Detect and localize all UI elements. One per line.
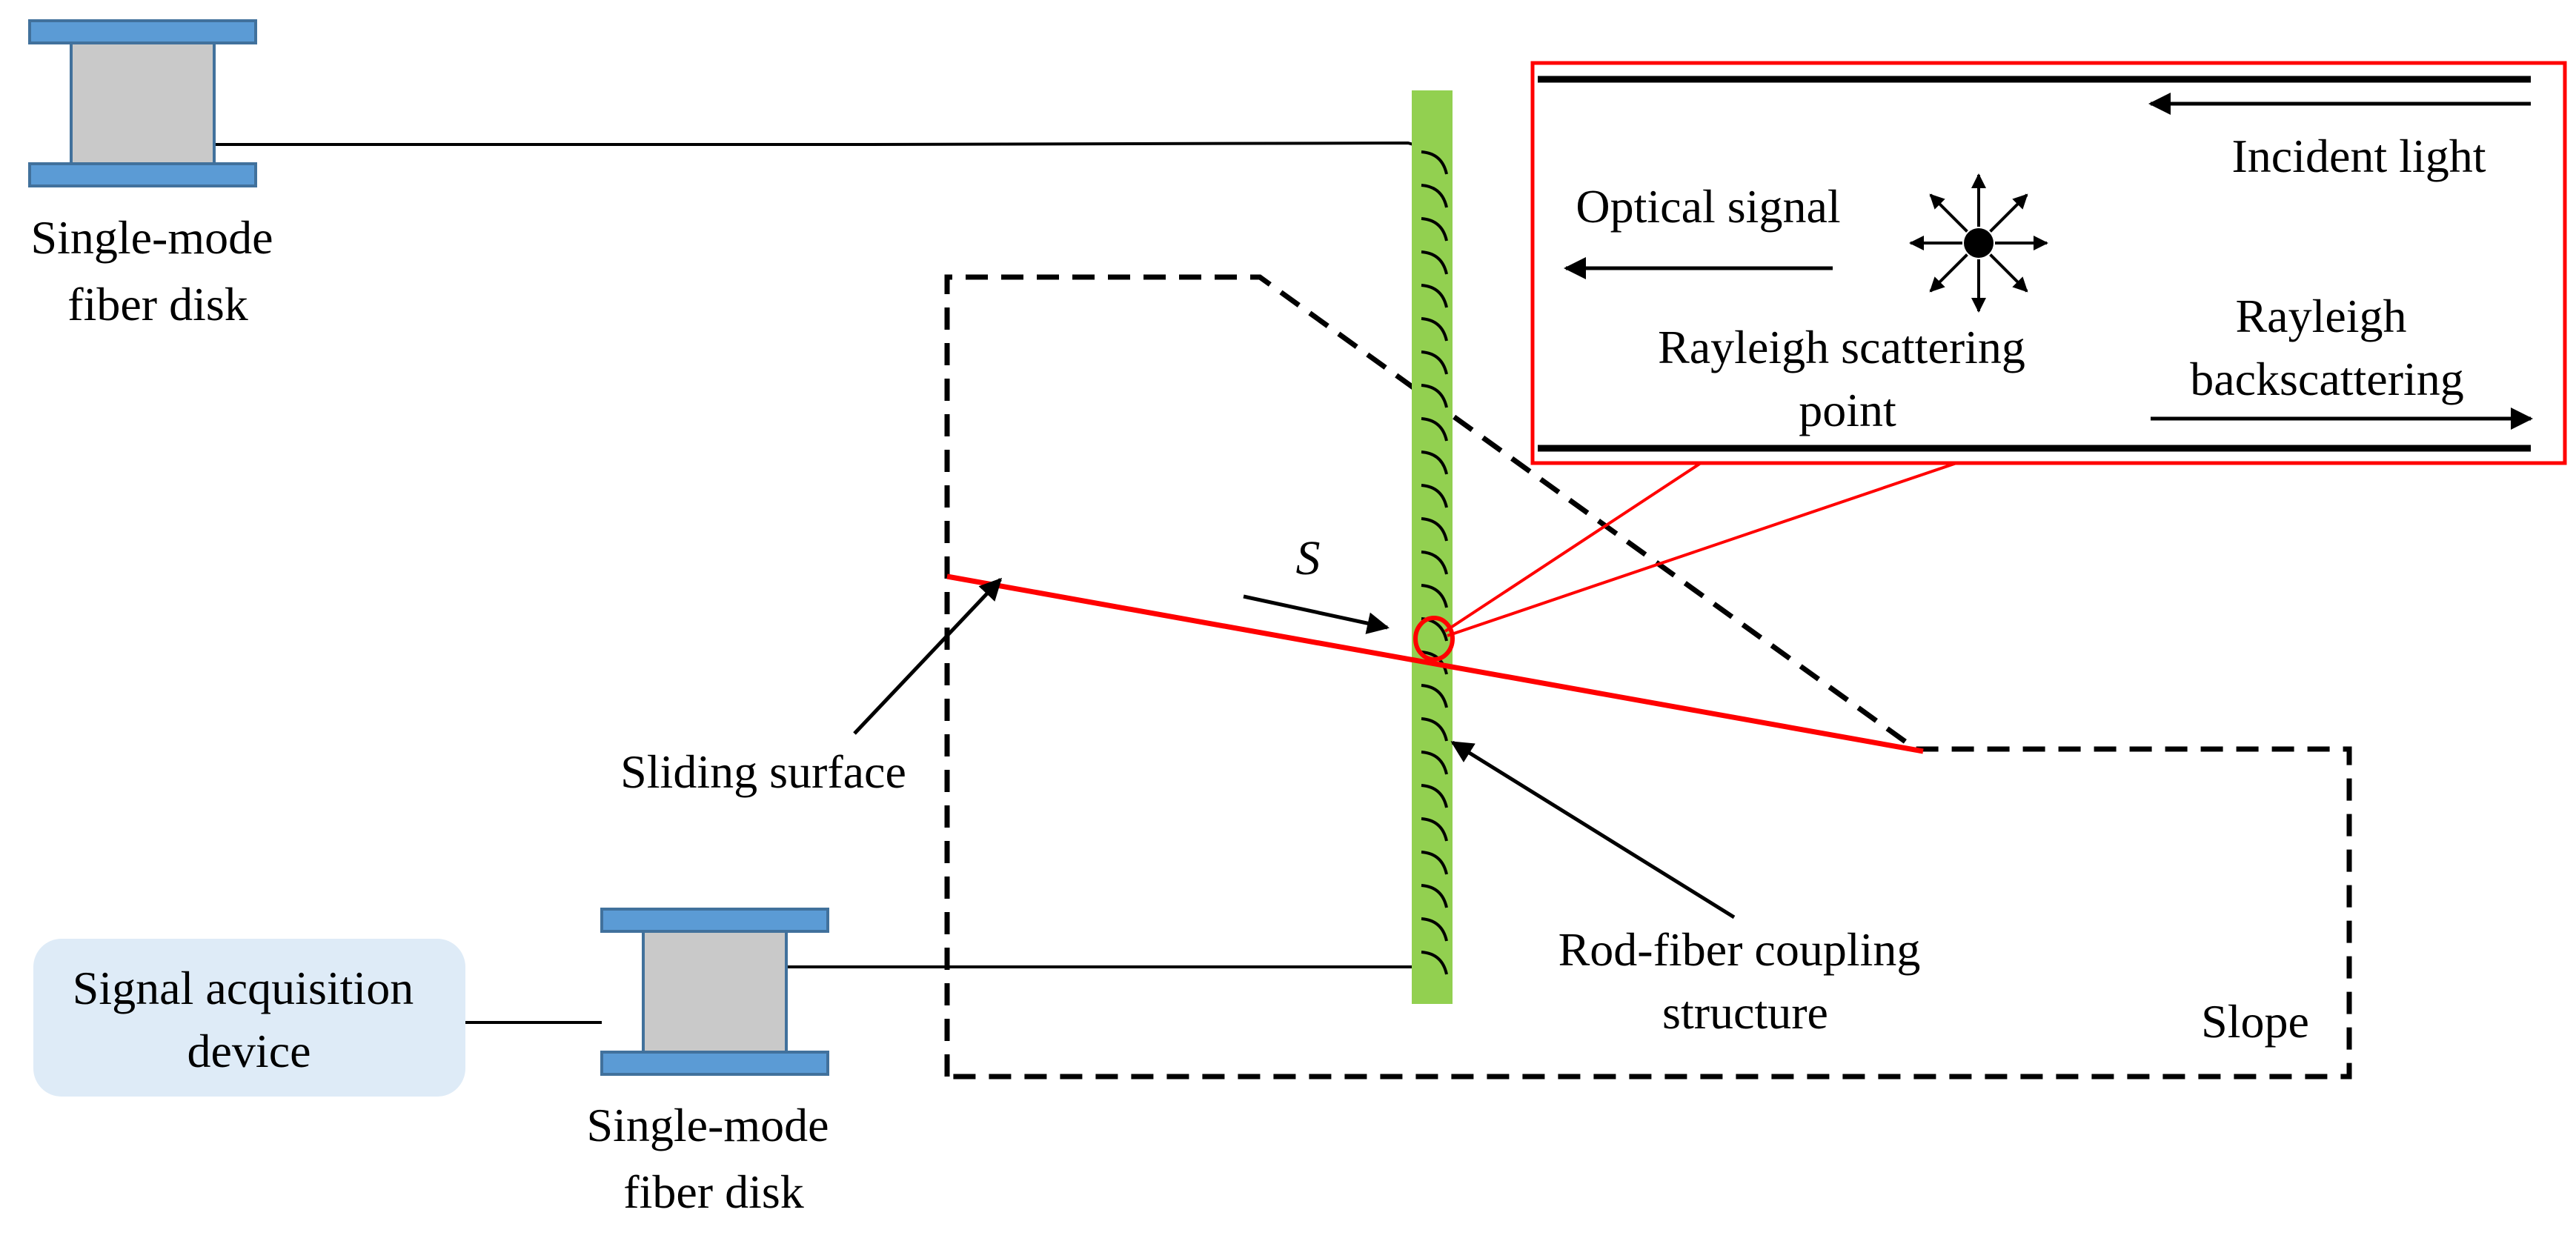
- rayleigh-scattering-point-icon: [1909, 173, 2048, 313]
- fiber-wrap-mark: [1421, 851, 1448, 875]
- scatter-center-dot: [1964, 228, 1994, 258]
- callout-line-left: [1444, 462, 1702, 633]
- coupling-label: Rod-fiber coupling structure: [1558, 923, 1933, 1039]
- scatter-point-label-line-1: Rayleigh scattering: [1658, 321, 2025, 373]
- top-disk-lower-flange: [28, 162, 257, 187]
- fiber-wrap-mark: [1421, 551, 1448, 575]
- fiber-wrap-mark: [1421, 751, 1448, 775]
- fiber-wrap-mark: [1421, 184, 1448, 208]
- slope-label: Slope: [2201, 995, 2309, 1048]
- bottom-fiber-disk: [600, 908, 829, 1076]
- coupling-label-line-2: structure: [1662, 986, 1828, 1039]
- fiber-wrap-mark: [1421, 784, 1448, 808]
- slope-boundary: [944, 274, 2352, 1080]
- scatter-ray-arrow: [1929, 193, 1968, 233]
- sliding-surface-line: [946, 573, 1924, 754]
- fiber-wrap-mark: [1421, 450, 1448, 475]
- top-disk-label-line-1: Single-mode: [30, 211, 273, 264]
- fiber-wrap-mark: [1421, 817, 1448, 842]
- bottom-disk-label-line-2: fiber disk: [623, 1165, 804, 1218]
- top-disk-label-line-2: fiber disk: [67, 278, 248, 330]
- fiber-wrap-mark: [1421, 250, 1448, 275]
- scatter-ray-arrow: [1989, 253, 2028, 293]
- backscatter-label: Rayleigh backscattering: [2190, 290, 2464, 405]
- top-disk-core: [70, 41, 216, 165]
- fiber-wrap-mark: [1421, 217, 1448, 242]
- coupling-label-line-1: Rod-fiber coupling: [1558, 923, 1921, 976]
- backscatter-label-line-2: backscattering: [2190, 353, 2464, 405]
- sliding-surface-label: Sliding surface: [620, 745, 906, 798]
- fiber-wrap-mark: [1421, 317, 1448, 342]
- fiber-wrap-mark: [1421, 150, 1448, 175]
- sliding-surface-pointer-arrow: [853, 577, 1003, 735]
- scatter-ray-arrow: [1989, 193, 2028, 233]
- fiber-wrap-helix: [1421, 150, 1448, 975]
- fiber-wrap-mark: [1421, 884, 1448, 908]
- fiber-wrap-mark: [1421, 284, 1448, 308]
- displacement-arrow: [1243, 594, 1390, 634]
- fiber-wrap-mark: [1421, 917, 1448, 942]
- top-fiber-disk: [28, 19, 257, 187]
- callout-line-right: [1447, 462, 1957, 637]
- zoom-inset-box: [1530, 61, 2567, 465]
- fiber-wrap-mark: [1421, 717, 1448, 742]
- fiber-wrap-mark: [1421, 417, 1448, 442]
- fiber-wrap-mark: [1421, 684, 1448, 708]
- fiber-wrap-mark: [1421, 951, 1448, 975]
- bottom-disk-upper-flange: [600, 908, 829, 933]
- bottom-disk-label: Single-mode fiber disk: [586, 1099, 840, 1218]
- signal-device-label-line-2: device: [187, 1025, 311, 1077]
- bottom-disk-label-line-1: Single-mode: [586, 1099, 829, 1151]
- signal-device-label-line-1: Signal acquisition: [73, 962, 414, 1014]
- top-disk-upper-flange: [28, 19, 257, 44]
- top-disk-label: Single-mode fiber disk: [30, 211, 285, 330]
- fiber-wrap-mark: [1421, 350, 1448, 375]
- coupling-pointer-arrow: [1450, 740, 1736, 919]
- displacement-label: S: [1296, 531, 1321, 585]
- fiber-wrap-mark: [1421, 517, 1448, 542]
- anchor-rod: [1412, 90, 1453, 1004]
- scatter-ray-arrow: [1929, 253, 1968, 293]
- bottom-disk-lower-flange: [600, 1051, 829, 1076]
- top-fiber-line: [213, 141, 1427, 150]
- signal-device-label: Signal acquisition device: [73, 962, 425, 1077]
- scatter-point-label-line-2: point: [1799, 384, 1896, 436]
- scatter-point-label: Rayleigh scattering point: [1658, 321, 2037, 436]
- incident-light-label: Incident light: [2231, 130, 2486, 182]
- bottom-disk-core: [642, 930, 788, 1054]
- scattering-region-marker: [1413, 616, 1455, 662]
- fiber-wrap-mark: [1421, 584, 1448, 608]
- fiber-wrap-mark: [1421, 384, 1448, 408]
- signal-acquisition-device-box: [33, 939, 465, 1097]
- fiber-wrap-mark: [1421, 484, 1448, 508]
- backscatter-label-line-1: Rayleigh: [2235, 290, 2406, 342]
- optical-signal-label: Optical signal: [1576, 180, 1840, 233]
